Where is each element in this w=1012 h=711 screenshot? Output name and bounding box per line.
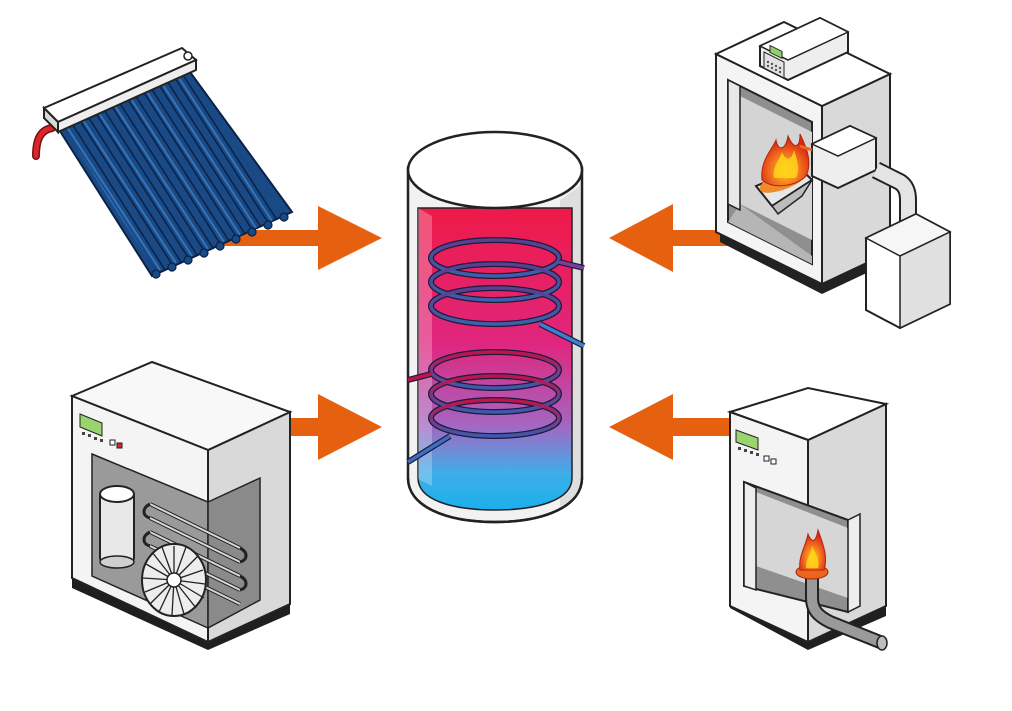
compressor — [99, 485, 135, 569]
vacuum-tubes — [56, 70, 294, 279]
base-shadow — [720, 232, 890, 294]
solar-pipe — [33, 125, 55, 159]
upper-heat-exchanger-coil — [428, 237, 586, 349]
heat-pump — [69, 360, 293, 650]
pipe-opening-glow — [799, 144, 813, 152]
pellet-feed-pipe — [799, 124, 917, 232]
base-shadow — [72, 578, 290, 650]
hot-water-storage-tank — [406, 130, 586, 524]
gas-boiler-control-panel — [735, 429, 777, 465]
arrow-pellet-to-tank — [609, 204, 748, 272]
gas-pipe — [807, 567, 885, 647]
lower-heat-exchanger-coil — [406, 349, 562, 465]
arrow-heatpump-to-tank — [260, 394, 382, 460]
pellet-boiler — [713, 16, 952, 330]
pellet-burner — [754, 133, 814, 216]
arrow-right-icon — [198, 206, 382, 270]
gas-burner — [795, 528, 829, 580]
arrow-gasboiler-to-tank — [609, 394, 748, 460]
display-screen — [79, 413, 103, 437]
pellet-control-box — [758, 16, 850, 82]
gas-boiler — [726, 386, 890, 651]
display-screen — [769, 44, 783, 60]
solar-collector — [32, 46, 294, 279]
display-screen — [735, 429, 759, 451]
collector-header — [42, 46, 198, 135]
arrow-solar-to-tank — [198, 206, 382, 270]
arrow-left-icon — [609, 204, 748, 272]
indicator-light — [763, 455, 770, 462]
pellet-hopper — [864, 212, 952, 330]
base-shadow — [730, 598, 886, 650]
heatpump-control-panel — [79, 413, 123, 449]
arrow-left-icon — [609, 394, 748, 460]
power-light — [116, 442, 123, 449]
fan-icon — [141, 543, 207, 617]
indicator-light — [109, 439, 116, 446]
power-light — [770, 458, 777, 465]
arrow-right-icon — [260, 394, 382, 460]
